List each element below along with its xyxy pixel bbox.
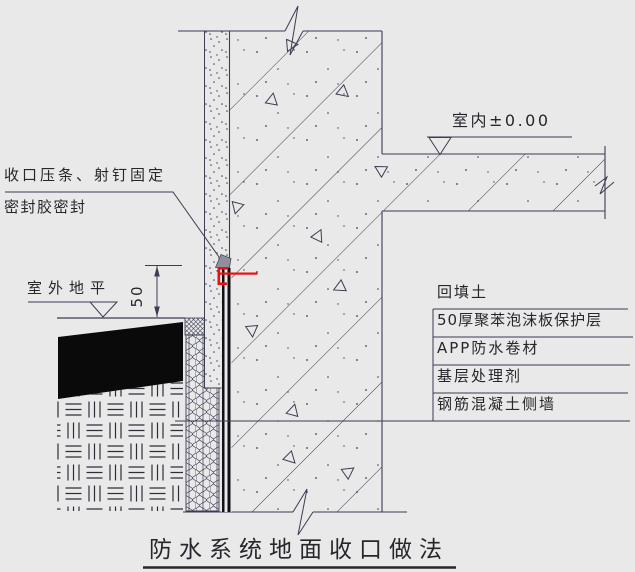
termination-annotation-line1: 收口压条、射钉固定 — [4, 166, 167, 184]
layer-callout-leader — [175, 308, 633, 422]
foam-board-protection-layer — [185, 334, 220, 512]
termination-bar-red — [217, 267, 258, 285]
outdoor-ground-label: 室外地平 — [27, 279, 112, 297]
backfill-hatch — [57, 381, 183, 511]
indoor-level-label: 室内±0.00 — [452, 111, 551, 130]
break-line-bottom — [292, 488, 314, 536]
dimension-50-label: 50 — [128, 284, 147, 308]
layer-label-rc-wall: 钢筋混凝土侧墙 — [437, 395, 557, 413]
concrete-aggregate-triangles — [231, 38, 389, 481]
layer-label-backfill: 回填土 — [437, 283, 489, 301]
termination-annotation-line2: 密封胶密封 — [4, 198, 87, 216]
waterproof-membrane — [221, 268, 232, 512]
indoor-level-symbol — [427, 136, 572, 156]
break-line-right — [594, 175, 615, 195]
drawing-title: 防水系统地面收口做法 — [149, 537, 449, 563]
dimension-50 — [145, 265, 182, 317]
sealant-crosshatch-block — [184, 317, 205, 336]
layer-label-app-membrane: APP防水卷材 — [437, 339, 540, 357]
apron-black-layer — [58, 322, 183, 399]
layer-label-primer: 基层处理剂 — [437, 367, 523, 385]
outdoor-level-symbol — [28, 301, 119, 318]
concrete-wall-and-slab — [229, 31, 605, 512]
termination-leader — [5, 191, 220, 258]
break-line-top — [284, 5, 304, 56]
fastener-nail-red — [220, 272, 258, 275]
layer-label-foam-board: 50厚聚苯泡沫板保护层 — [437, 311, 603, 329]
